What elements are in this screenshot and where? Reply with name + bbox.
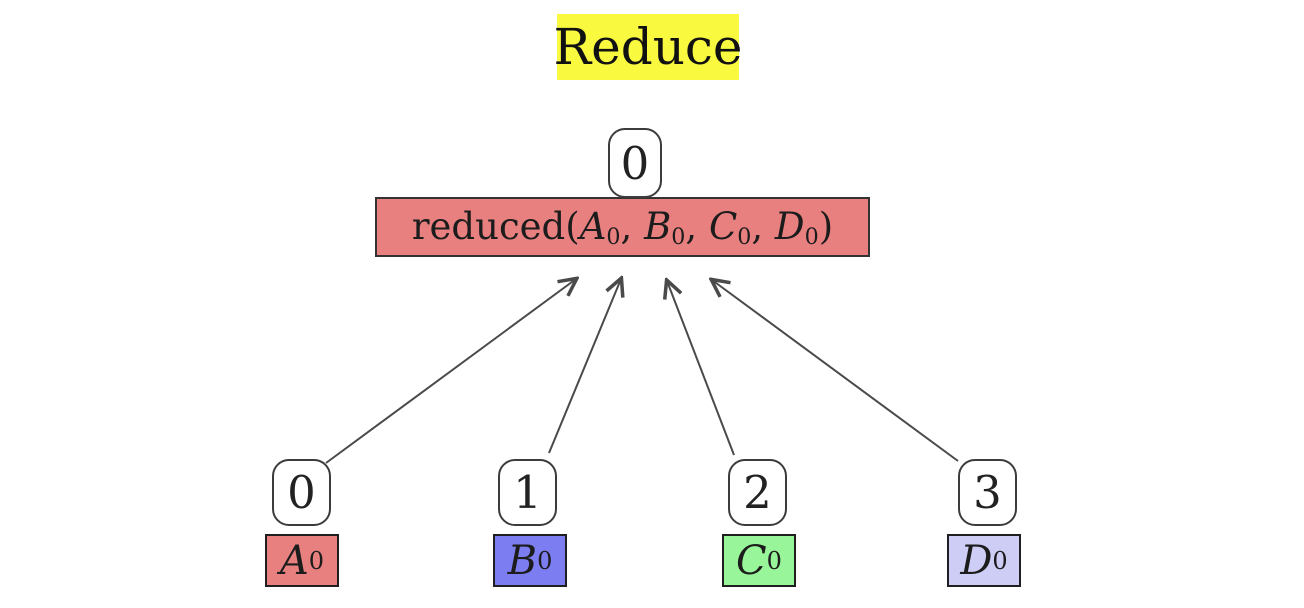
reduced-separator: , bbox=[685, 205, 709, 249]
reduced-arg-letter: D bbox=[774, 205, 805, 249]
process-1-letter: B bbox=[507, 537, 538, 584]
reduced-arg-letter: A bbox=[579, 205, 607, 249]
process-2-letter: C bbox=[736, 537, 767, 584]
reduced-arg-sub: 0 bbox=[804, 224, 819, 251]
reduced-label: reduced(A0, B0, C0, D0) bbox=[412, 205, 833, 248]
reduced-result-box: reduced(A0, B0, C0, D0) bbox=[375, 197, 870, 257]
arrow-rank1-to-root bbox=[548, 279, 621, 454]
process-3-rank-node: 3 bbox=[958, 459, 1017, 526]
process-1-sub: 0 bbox=[537, 546, 553, 575]
process-0-sub: 0 bbox=[308, 546, 325, 575]
reduced-close: ) bbox=[818, 205, 834, 249]
reduced-separator: , bbox=[751, 205, 775, 249]
process-0-letter: A bbox=[279, 537, 309, 584]
arrow-rank2-to-root bbox=[667, 281, 735, 456]
process-3-letter: D bbox=[960, 537, 993, 584]
reduced-separator: , bbox=[620, 205, 645, 249]
reduced-arg-sub: 0 bbox=[606, 224, 621, 251]
arrow-rank0-to-root bbox=[325, 279, 576, 464]
process-2-sub: 0 bbox=[766, 546, 782, 575]
reduced-arg-letter: B bbox=[644, 205, 672, 249]
diagram-title: Reduce bbox=[553, 14, 743, 80]
reduced-arg-letter: C bbox=[708, 205, 738, 249]
process-0-rank-node: 0 bbox=[272, 459, 331, 526]
process-3-sub: 0 bbox=[992, 546, 1008, 575]
process-2-rank-node: 2 bbox=[728, 459, 787, 526]
process-1-rank-node: 1 bbox=[498, 459, 557, 526]
arrow-rank3-to-root bbox=[712, 280, 959, 462]
root-rank-node: 0 bbox=[608, 128, 662, 198]
reduced-arg-sub: 0 bbox=[737, 224, 752, 251]
reduced-prefix: reduced( bbox=[411, 205, 580, 249]
reduced-arg-sub: 0 bbox=[671, 224, 686, 251]
